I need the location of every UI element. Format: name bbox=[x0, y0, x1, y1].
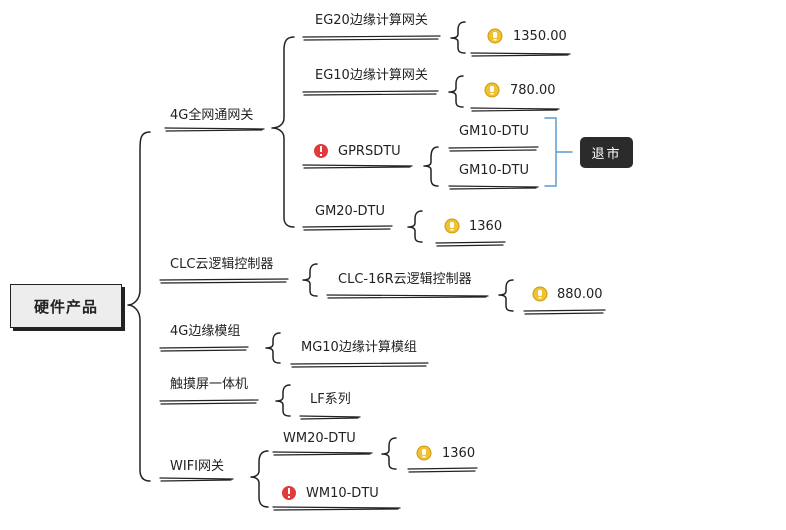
node-4g-gateway[interactable]: 4G全网通网关 bbox=[170, 108, 254, 123]
lightbulb-icon bbox=[416, 445, 432, 461]
node-eg20[interactable]: EG20边缘计算网关 bbox=[315, 13, 428, 28]
node-lf-series[interactable]: LF系列 bbox=[310, 392, 351, 407]
clc16r-brace bbox=[498, 279, 514, 312]
gm10a-underline bbox=[448, 146, 539, 152]
root-node[interactable]: 硬件产品 bbox=[10, 284, 122, 328]
gprs-underline bbox=[302, 164, 413, 169]
node-wm20[interactable]: WM20-DTU bbox=[283, 431, 356, 446]
price-gm20[interactable]: 1360 bbox=[469, 219, 503, 234]
root-brace bbox=[127, 131, 151, 482]
lightbulb-icon bbox=[444, 218, 460, 234]
gm20-price-underline bbox=[435, 241, 506, 247]
warning-icon bbox=[282, 486, 296, 500]
price-eg20[interactable]: 1350.00 bbox=[513, 29, 567, 44]
node-touchscreen[interactable]: 触摸屏一体机 bbox=[170, 377, 249, 392]
node-gm20[interactable]: GM20-DTU bbox=[315, 204, 385, 219]
clc16r-price-underline bbox=[523, 309, 606, 315]
node-clc16r[interactable]: CLC-16R云逻辑控制器 bbox=[338, 272, 472, 287]
lightbulb-icon bbox=[487, 28, 503, 44]
eg10-underline bbox=[302, 90, 439, 96]
mg10-underline bbox=[290, 362, 429, 368]
wm20-underline bbox=[272, 451, 373, 456]
delisted-tag[interactable]: 退市 bbox=[580, 137, 633, 168]
node-wm10[interactable]: WM10-DTU bbox=[306, 486, 379, 501]
wm20-price-underline bbox=[407, 467, 478, 473]
clc16r-underline bbox=[326, 294, 489, 299]
wm20-brace bbox=[381, 437, 397, 470]
clc-brace bbox=[302, 263, 318, 297]
wm10-underline bbox=[272, 506, 401, 511]
gw4g-underline bbox=[164, 127, 265, 132]
node-gprsdtu[interactable]: GPRSDTU bbox=[338, 144, 401, 159]
wifi-brace bbox=[250, 450, 269, 508]
eg20-underline bbox=[302, 35, 441, 41]
clc-underline bbox=[159, 278, 289, 284]
warning-icon bbox=[314, 144, 328, 158]
node-clc-controller[interactable]: CLC云逻辑控制器 bbox=[170, 257, 274, 272]
node-gm10-b[interactable]: GM10-DTU bbox=[459, 163, 529, 178]
node-gm10-a[interactable]: GM10-DTU bbox=[459, 124, 529, 139]
price-eg10[interactable]: 780.00 bbox=[510, 83, 556, 98]
node-4g-edge-module[interactable]: 4G边缘模组 bbox=[170, 324, 241, 339]
gprs-brace bbox=[423, 146, 439, 187]
touch-brace bbox=[275, 384, 291, 417]
eg20-brace bbox=[450, 21, 466, 54]
gm10-blue-bracket bbox=[544, 117, 573, 187]
eg10-brace bbox=[448, 75, 464, 108]
price-wm20[interactable]: 1360 bbox=[442, 446, 476, 461]
eg20-price-underline bbox=[470, 52, 571, 57]
edge4g-brace bbox=[265, 332, 281, 364]
lightbulb-icon bbox=[484, 82, 500, 98]
eg10-price-underline bbox=[470, 107, 560, 112]
lightbulb-icon bbox=[532, 286, 548, 302]
node-eg10[interactable]: EG10边缘计算网关 bbox=[315, 68, 428, 83]
node-mg10[interactable]: MG10边缘计算模组 bbox=[301, 340, 417, 355]
gm10b-underline bbox=[448, 185, 539, 190]
edge4g-underline bbox=[159, 346, 249, 352]
gm20-brace bbox=[407, 210, 423, 243]
wifi-underline bbox=[159, 477, 234, 482]
node-wifi-gateway[interactable]: WIFI网关 bbox=[170, 459, 224, 474]
gw4g-brace bbox=[271, 36, 295, 228]
price-clc16r[interactable]: 880.00 bbox=[557, 287, 603, 302]
touch-underline bbox=[159, 399, 259, 405]
gm20-underline bbox=[302, 225, 393, 231]
lf-underline bbox=[299, 415, 361, 420]
